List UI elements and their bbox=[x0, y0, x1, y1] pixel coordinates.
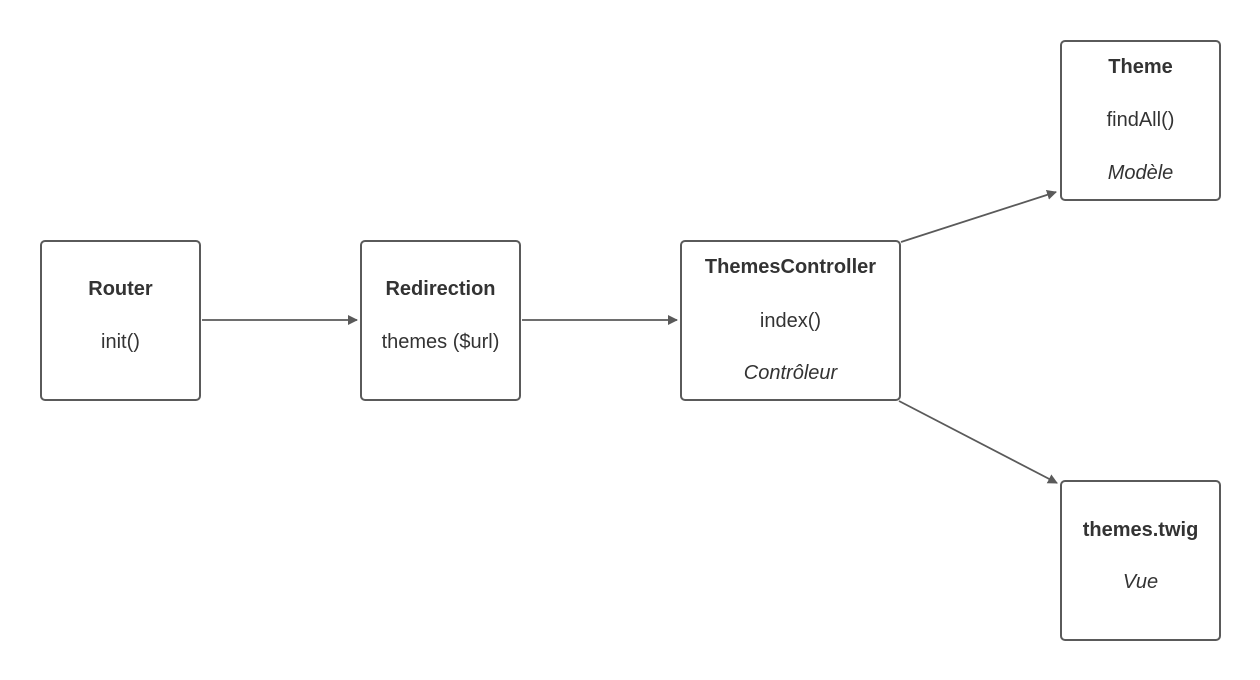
redirection-method: themes ($url) bbox=[381, 331, 500, 353]
theme-node[interactable]: Theme findAll() Modèle bbox=[1060, 40, 1221, 201]
theme-method: findAll() bbox=[1106, 109, 1175, 131]
view-node[interactable]: themes.twig Vue bbox=[1060, 480, 1221, 641]
view-title: themes.twig bbox=[1082, 519, 1199, 541]
arrow-controller-to-view bbox=[898, 400, 1058, 484]
controller-role: Contrôleur bbox=[743, 362, 838, 384]
router-method: init() bbox=[101, 331, 140, 353]
theme-role: Modèle bbox=[1107, 162, 1174, 184]
theme-title: Theme bbox=[1108, 56, 1173, 78]
controller-method: index() bbox=[759, 310, 822, 332]
arrow-controller-to-theme bbox=[900, 190, 1057, 243]
router-node[interactable]: Router init() bbox=[40, 240, 201, 401]
view-role: Vue bbox=[1122, 571, 1159, 593]
redirection-title: Redirection bbox=[385, 278, 496, 300]
controller-node[interactable]: ThemesController index() Contrôleur bbox=[680, 240, 901, 401]
controller-title: ThemesController bbox=[704, 256, 877, 278]
router-title: Router bbox=[88, 278, 153, 300]
redirection-node[interactable]: Redirection themes ($url) bbox=[360, 240, 521, 401]
